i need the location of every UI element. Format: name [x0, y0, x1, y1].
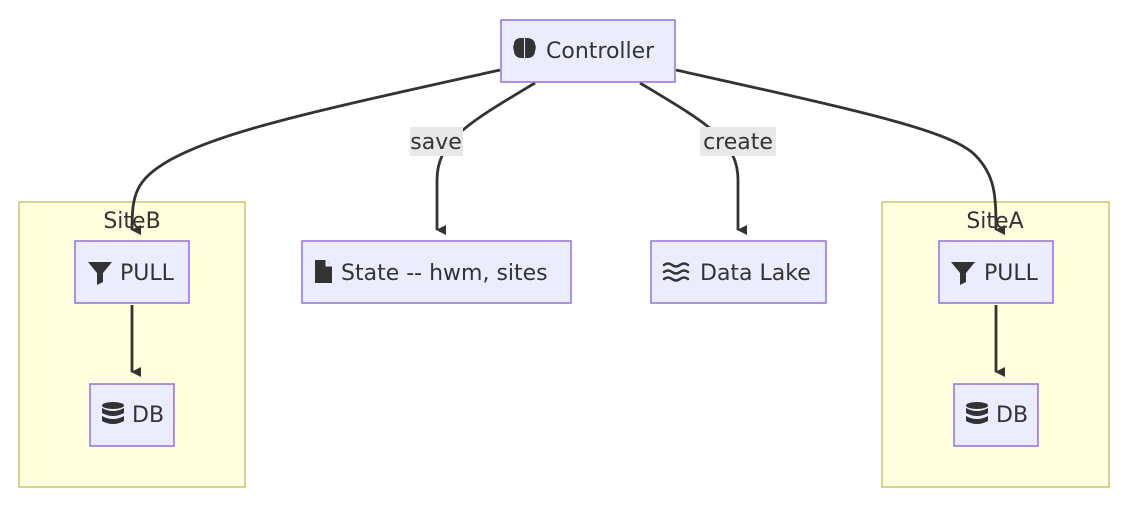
file-icon: [315, 260, 332, 283]
filter-icon: [951, 262, 975, 285]
filter-icon: [88, 262, 112, 285]
node-siteb-db-label: DB: [132, 403, 164, 428]
node-sitea-db-label: DB: [996, 403, 1028, 428]
edge-label-create-text: create: [703, 130, 773, 155]
edge-controller-to-sitea-pull: [675, 68, 1006, 235]
edge-controller-to-siteb-pull: [130, 68, 501, 236]
node-siteb-db[interactable]: DB: [89, 383, 175, 447]
node-sitea-pull[interactable]: PULL: [938, 240, 1054, 304]
edge-controller-to-data-lake: [639, 81, 747, 235]
node-sitea-pull-label: PULL: [984, 261, 1039, 286]
edge-label-create: create: [700, 127, 776, 156]
node-siteb-pull[interactable]: PULL: [74, 240, 190, 304]
node-data-lake-label: Data Lake: [700, 261, 811, 286]
edge-controller-to-state: [435, 81, 536, 235]
node-controller-label: Controller: [546, 39, 655, 64]
edge-label-save: save: [410, 127, 463, 156]
brain-icon: [513, 38, 536, 58]
database-icon: [102, 402, 124, 424]
node-controller[interactable]: Controller: [500, 19, 676, 83]
node-state-label: State -- hwm, sites: [341, 261, 548, 286]
edge-label-save-text: save: [410, 130, 462, 155]
database-icon: [966, 402, 988, 424]
node-state[interactable]: State -- hwm, sites: [301, 240, 572, 304]
node-data-lake[interactable]: Data Lake: [650, 240, 827, 304]
water-icon: [662, 262, 690, 282]
node-siteb-pull-label: PULL: [120, 261, 175, 286]
node-sitea-db[interactable]: DB: [953, 383, 1039, 447]
